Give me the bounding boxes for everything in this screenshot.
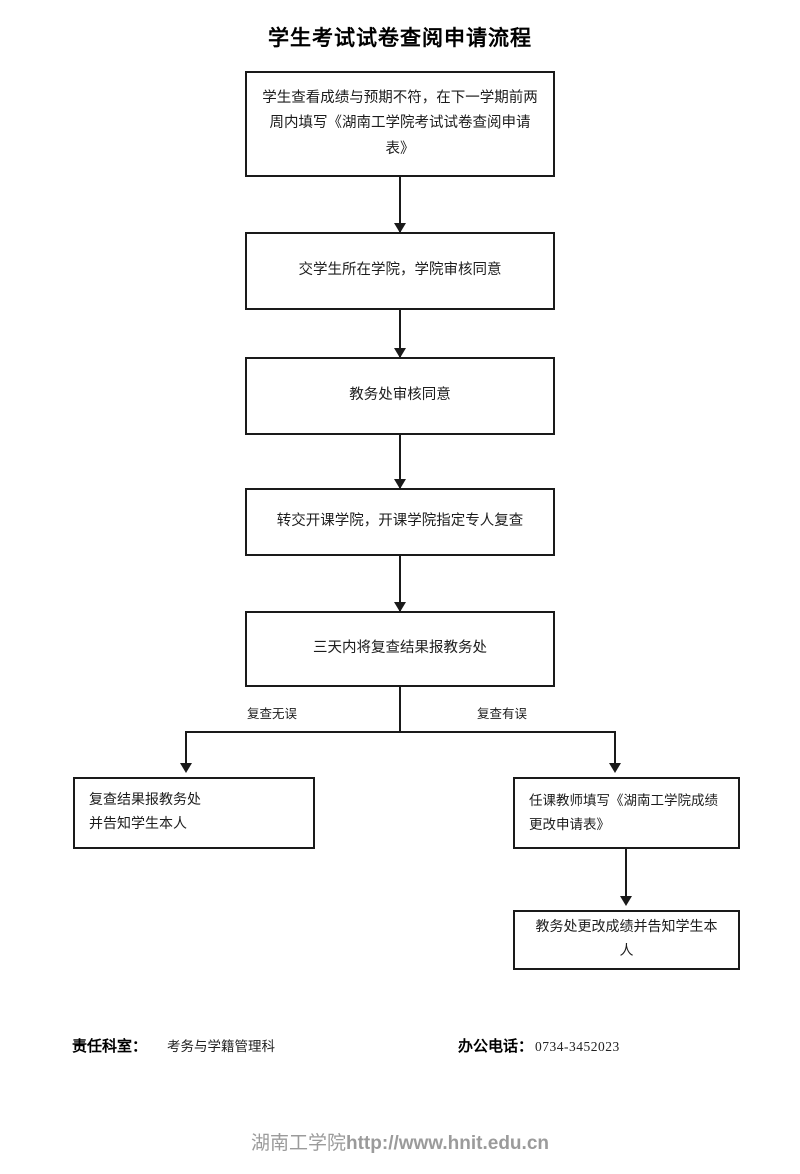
- footer-department-value: 考务与学籍管理科: [167, 1039, 276, 1054]
- arrowhead-down-icon: [394, 479, 406, 489]
- flow-node-report-result-label: 三天内将复查结果报教务处: [313, 640, 487, 657]
- flow-node-academic-review: 教务处审核同意: [245, 357, 555, 435]
- flow-node-apply: 学生查看成绩与预期不符，在下一学期前两周内填写《湖南工学院考试试卷查阅申请表》: [245, 71, 555, 177]
- connector-branch-right: [614, 731, 616, 768]
- flow-node-teacher-form-label: 任课教师填写《湖南工学院成绩更改申请表》: [529, 793, 718, 832]
- page-title: 学生考试试卷查阅申请流程: [268, 27, 532, 50]
- flow-node-college-review-label: 交学生所在学院，学院审核同意: [298, 262, 502, 279]
- branch-label-has-error: 复查有误: [477, 707, 528, 721]
- arrowhead-down-icon: [620, 896, 632, 906]
- flow-node-update-grade-label: 教务处更改成绩并告知学生本人: [535, 919, 718, 960]
- flow-node-report-result: 三天内将复查结果报教务处: [245, 611, 555, 687]
- flow-node-college-review: 交学生所在学院，学院审核同意: [245, 232, 555, 310]
- flow-node-no-error-line2: 并告知学生本人: [89, 817, 187, 832]
- flow-node-no-error-line1: 复查结果报教务处: [89, 792, 201, 808]
- footer-phone: 办公电话：0734-3452023: [458, 1035, 620, 1056]
- footer-department-label: 责任科室：: [72, 1038, 148, 1055]
- flow-node-academic-review-label: 教务处审核同意: [349, 387, 451, 404]
- connector-branch-left: [185, 731, 187, 768]
- connector-college-to-academic: [399, 310, 401, 357]
- flow-node-no-error-result-text: 复查结果报教务处 并告知学生本人: [89, 789, 299, 838]
- branch-label-no-error: 复查无误: [247, 707, 298, 721]
- flow-node-no-error-result: 复查结果报教务处 并告知学生本人: [73, 777, 315, 849]
- footer-phone-label: 办公电话：: [458, 1038, 534, 1055]
- arrowhead-down-icon: [394, 348, 406, 358]
- arrowhead-down-icon: [394, 602, 406, 612]
- connector-teacher-to-update: [625, 849, 627, 901]
- footer-department: 责任科室： 考务与学籍管理科: [72, 1035, 275, 1056]
- connector-branch-bar: [185, 731, 616, 733]
- flow-node-transfer-recheck-label: 转交开课学院，开课学院指定专人复查: [276, 513, 524, 530]
- flow-node-teacher-form: 任课教师填写《湖南工学院成绩更改申请表》: [513, 777, 740, 849]
- arrowhead-down-icon: [394, 223, 406, 233]
- connector-academic-to-recheck: [399, 435, 401, 488]
- footer-phone-value: 0734-3452023: [535, 1039, 620, 1054]
- watermark-institution: 湖南工学院: [250, 1133, 346, 1154]
- arrowhead-down-icon: [180, 763, 192, 773]
- flow-node-update-grade: 教务处更改成绩并告知学生本人: [513, 910, 740, 970]
- flow-node-apply-label: 学生查看成绩与预期不符，在下一学期前两周内填写《湖南工学院考试试卷查阅申请表》: [262, 89, 538, 157]
- watermark: 湖南工学院http://www.hnit.edu.cn: [0, 1128, 800, 1155]
- connector-branch-stem: [399, 687, 401, 732]
- watermark-url: http://www.hnit.edu.cn: [346, 1133, 549, 1154]
- connector-apply-to-college: [399, 177, 401, 232]
- flow-node-transfer-recheck: 转交开课学院，开课学院指定专人复查: [245, 488, 555, 556]
- connector-recheck-to-report: [399, 556, 401, 611]
- arrowhead-down-icon: [609, 763, 621, 773]
